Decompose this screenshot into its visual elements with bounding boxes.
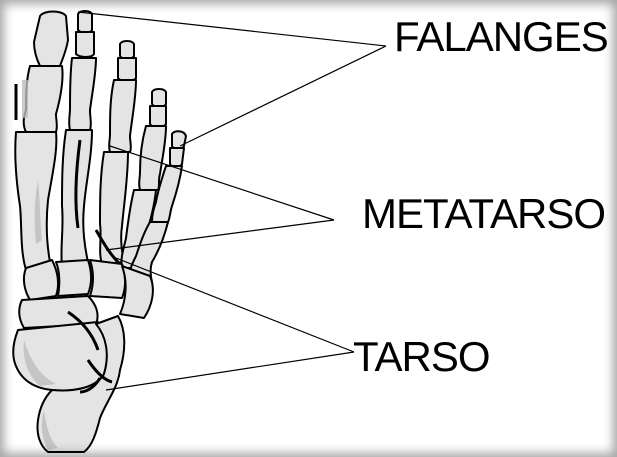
second-proximal-phalanx — [69, 58, 96, 130]
fourth-distal-phalanx — [152, 89, 166, 107]
third-distal-phalanx — [120, 41, 134, 59]
intermediate-cuneiform — [56, 260, 91, 296]
leader-line-tarso-bottom — [106, 352, 354, 390]
lateral-cuneiform — [90, 260, 125, 298]
label-metatarso: METATARSO — [362, 193, 605, 235]
fifth-distal-phalanx — [172, 131, 186, 149]
third-middle-phalanx — [118, 58, 136, 81]
hallux-distal-phalanx — [34, 12, 68, 67]
fifth-middle-phalanx — [170, 148, 184, 167]
leader-line-falanges-bottom — [180, 46, 386, 146]
fourth-middle-phalanx — [150, 106, 166, 127]
hallux-proximal-phalanx — [24, 66, 63, 132]
label-tarso: TARSO — [353, 336, 490, 378]
leader-line-tarso-top — [116, 258, 354, 352]
hallux-bones — [15, 12, 68, 271]
third-proximal-phalanx — [109, 80, 136, 152]
tarsal-bones — [13, 260, 153, 452]
second-middle-phalanx — [76, 32, 94, 57]
foot-bones — [13, 11, 186, 452]
second-distal-phalanx — [78, 11, 92, 33]
label-falanges: FALANGES — [394, 16, 608, 58]
